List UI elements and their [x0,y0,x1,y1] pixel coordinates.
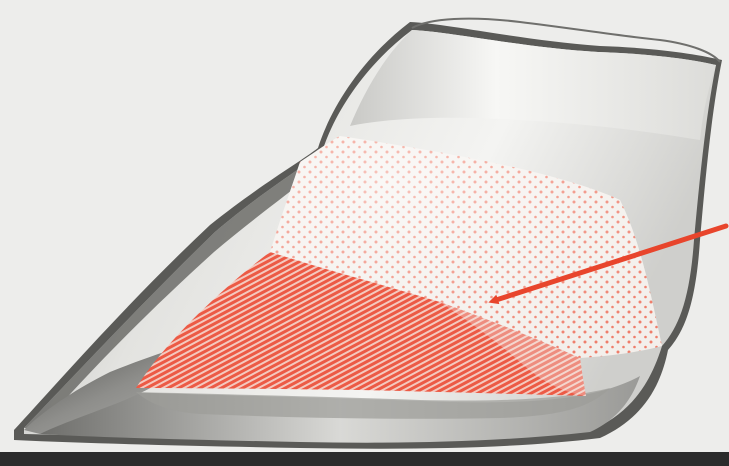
ground-line [0,452,729,466]
